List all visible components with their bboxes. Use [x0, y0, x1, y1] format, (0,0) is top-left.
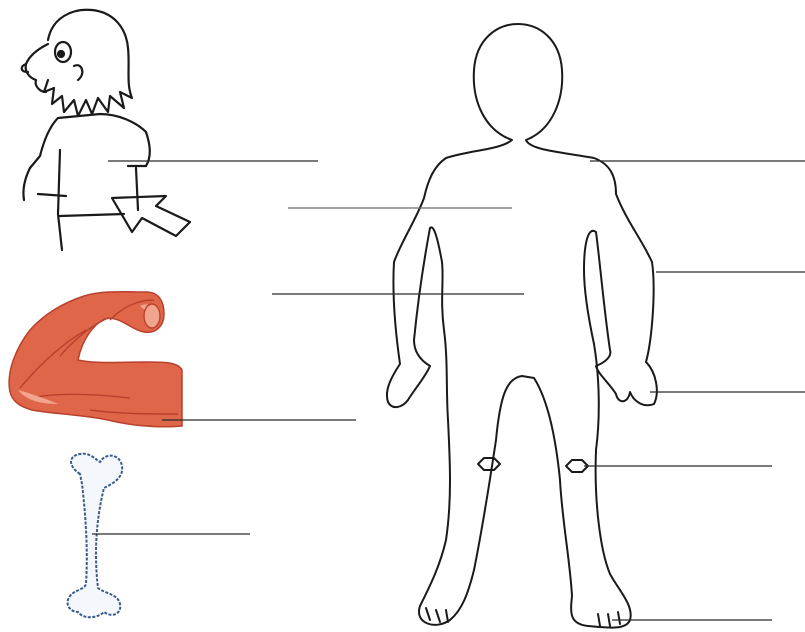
child-hair	[44, 10, 132, 116]
body-outline-drawing	[387, 24, 657, 628]
child-arrow-icon	[112, 196, 190, 236]
child-face	[26, 44, 48, 92]
child-ear	[74, 65, 82, 80]
body-outline	[387, 24, 657, 628]
bone-drawing	[68, 454, 123, 618]
child-sleeve	[23, 168, 30, 200]
child-pupil	[58, 51, 64, 57]
muscle-fist	[144, 304, 160, 328]
label-lines	[92, 161, 805, 620]
child-pointing-drawing	[22, 10, 190, 250]
right-toes	[598, 612, 620, 626]
left-kneecap	[478, 458, 500, 470]
bone-shape	[68, 454, 123, 618]
left-toes	[426, 608, 448, 622]
muscle-arm-drawing	[9, 292, 182, 427]
